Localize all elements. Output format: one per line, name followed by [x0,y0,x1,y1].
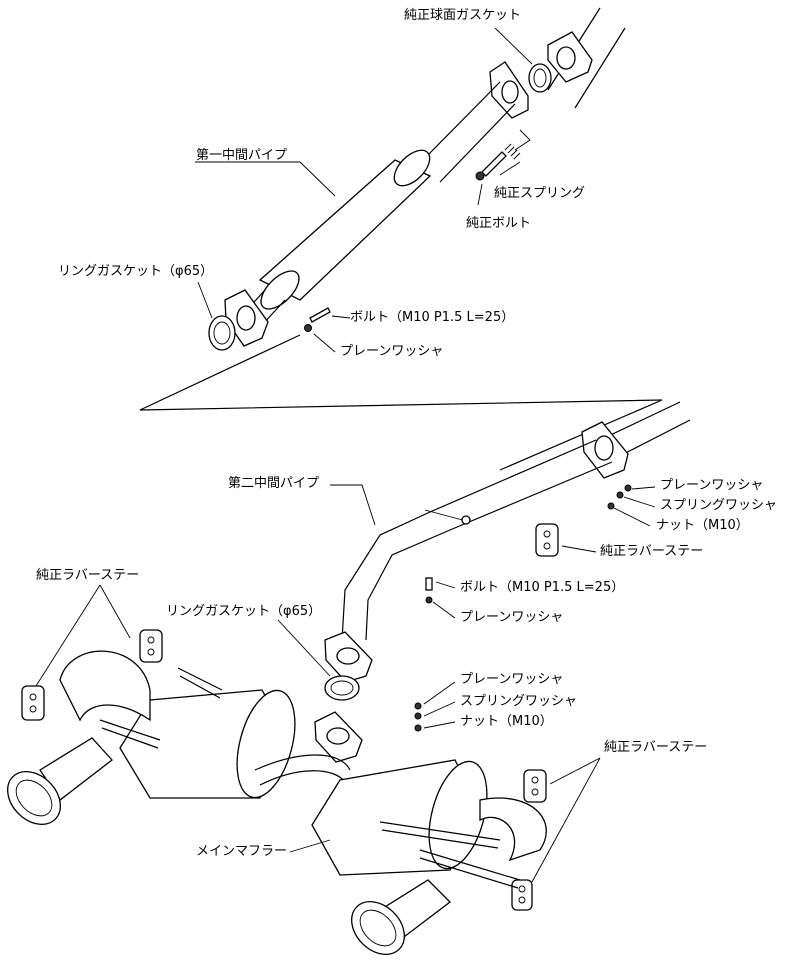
section-divider [139,334,663,471]
second-mid-pipe [314,401,691,763]
label-oem-rubber-stay-low: 純正ラバーステー [604,740,708,755]
label-first-mid-pipe: 第一中間パイプ [196,148,288,163]
label-second-mid-pipe: 第二中間パイプ [228,476,320,491]
label-ring-gasket-mid: リングガスケット（φ65） [166,604,322,619]
label-bolt-top: ボルト（M10 P1.5 L=25） [350,310,515,325]
label-plain-washer-mid: プレーンワッシャ [460,610,564,625]
label-ring-gasket-top: リングガスケット（φ65） [58,264,214,279]
label-oem-rubber-stay-right: 純正ラバーステー [600,544,704,559]
leader-lines [35,27,656,883]
main-muffler [7,650,547,955]
label-spring-washer-right: スプリングワッシャ [660,498,778,513]
label-main-muffler: メインマフラー [196,844,288,859]
label-spring-washer-low: スプリングワッシャ [460,694,578,709]
label-bolt-mid: ボルト（M10 P1.5 L=25） [460,580,625,595]
label-nut-right: ナット（M10） [656,518,749,533]
label-plain-washer-top: プレーンワッシャ [340,344,444,359]
label-oem-ball-gasket: 純正球面ガスケット [404,8,522,23]
label-plain-washer-low: プレーンワッシャ [460,672,564,687]
label-nut-low: ナット（M10） [460,714,553,729]
label-oem-bolt: 純正ボルト [466,216,532,231]
first-mid-pipe [208,7,626,351]
label-oem-spring: 純正スプリング [494,186,586,201]
rubber-stays [21,523,559,911]
label-oem-rubber-stay-left: 純正ラバーステー [36,568,140,583]
label-plain-washer-right: プレーンワッシャ [660,478,764,493]
